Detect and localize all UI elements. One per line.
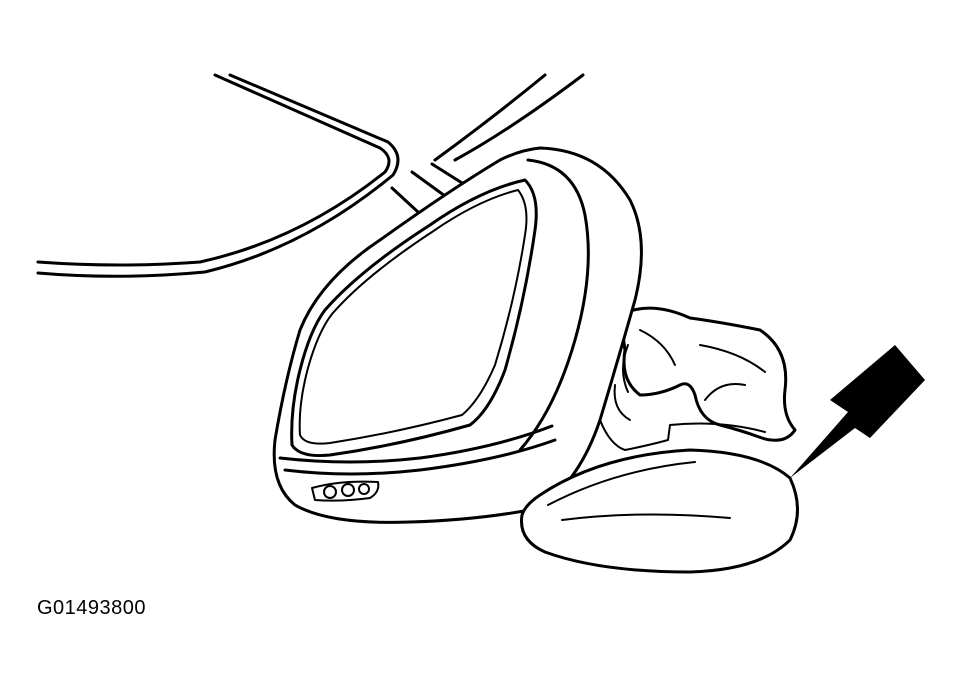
windshield-edge bbox=[36, 73, 585, 278]
mirror-bottom-vents bbox=[311, 480, 380, 502]
sensor-module bbox=[519, 448, 799, 574]
figure-id-label: G01493800 bbox=[37, 597, 147, 619]
arrow-icon bbox=[790, 345, 925, 478]
mirror-glass bbox=[290, 178, 538, 457]
connector bbox=[599, 419, 766, 451]
mirror-housing bbox=[272, 146, 643, 524]
mount-bracket bbox=[613, 306, 797, 442]
